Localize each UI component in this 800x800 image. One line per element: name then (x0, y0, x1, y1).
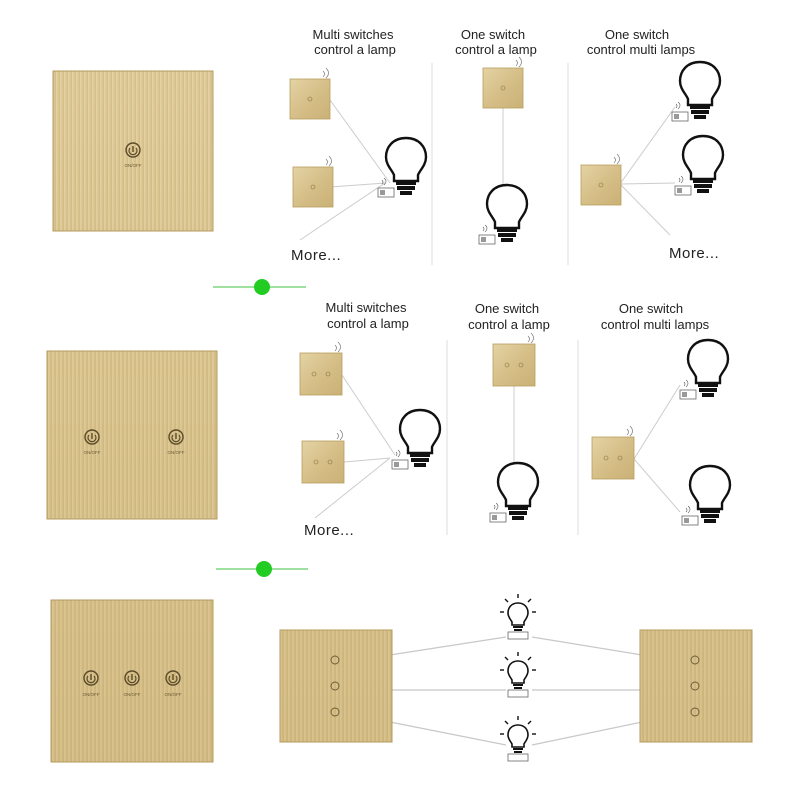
diagram-multi-switches-one-lamp: Multi switches control a lamp More... (299, 300, 442, 539)
diagram-title-line1: One switch (475, 301, 539, 316)
power-icon (690, 655, 700, 665)
diagram-title-line2: control multi lamps (587, 42, 696, 57)
on-off-label: ON/OFF (84, 450, 101, 455)
row-connector (216, 561, 308, 577)
diagram-title-line2: control a lamp (314, 42, 396, 57)
more-label: More... (291, 247, 341, 264)
diagram-one-switch-multi-lamps: One switch control multi lamps More... (580, 27, 725, 262)
switch-icon (482, 56, 524, 109)
on-off-label: ON/OFF (125, 163, 142, 168)
switch-icon (289, 67, 331, 120)
bulb-icon (680, 464, 732, 527)
switch-icon (301, 429, 345, 484)
bulb-icon (376, 136, 428, 199)
diagram-one-switch-multi-lamps: One switch control multi lamps (591, 301, 732, 527)
on-off-label: ON/OFF (124, 692, 141, 697)
row-2-panel: ON/OFF ON/OFF (46, 350, 218, 520)
more-label: More... (304, 522, 354, 539)
diagram-title-line2: control a lamp (468, 317, 550, 332)
right-3-gang-switch (639, 629, 753, 743)
multi-control-wiring (389, 636, 643, 746)
diagram-one-switch-one-lamp: One switch control a lamp (468, 301, 550, 524)
bulb-icon (477, 183, 529, 246)
left-3-gang-switch (279, 629, 393, 743)
more-label: More... (669, 245, 719, 262)
power-icon (690, 707, 700, 717)
power-icon (330, 655, 340, 665)
bulb-icon (673, 134, 725, 197)
diagram-multi-switches-one-lamp: Multi switches control a lamp More... (289, 27, 428, 264)
on-off-label: ON/OFF (165, 692, 182, 697)
switch-icon (591, 425, 635, 480)
power-icon (330, 681, 340, 691)
diagram-title-line1: Multi switches (326, 300, 407, 315)
diagram-title-line1: One switch (605, 27, 669, 42)
glowing-bulb-icon (499, 593, 537, 640)
diagram-title-line1: Multi switches (313, 27, 394, 42)
diagram-title-line1: One switch (619, 301, 683, 316)
power-icon (690, 681, 700, 691)
diagram-title-line2: control multi lamps (601, 317, 710, 332)
diagram-title-line1: One switch (461, 27, 525, 42)
row-3-panel: ON/OFF ON/OFF ON/OFF (50, 599, 214, 763)
bulb-icon (678, 338, 730, 401)
bulb-icon (488, 461, 540, 524)
diagram-one-switch-one-lamp: One switch control a lamp (455, 27, 537, 246)
switch-icon (292, 155, 334, 208)
diagram-title-line2: control a lamp (327, 316, 409, 331)
switch-icon (580, 153, 622, 206)
row-connector (213, 279, 306, 295)
diagram-title-line2: control a lamp (455, 42, 537, 57)
row-1-panel: ON/OFF (52, 70, 214, 232)
glowing-bulb-icon (499, 715, 537, 762)
bulb-icon (670, 60, 722, 123)
switch-icon (492, 332, 536, 387)
bulb-icon (390, 408, 442, 471)
power-icon (330, 707, 340, 717)
on-off-label: ON/OFF (83, 692, 100, 697)
switch-icon (299, 341, 343, 396)
on-off-label: ON/OFF (168, 450, 185, 455)
